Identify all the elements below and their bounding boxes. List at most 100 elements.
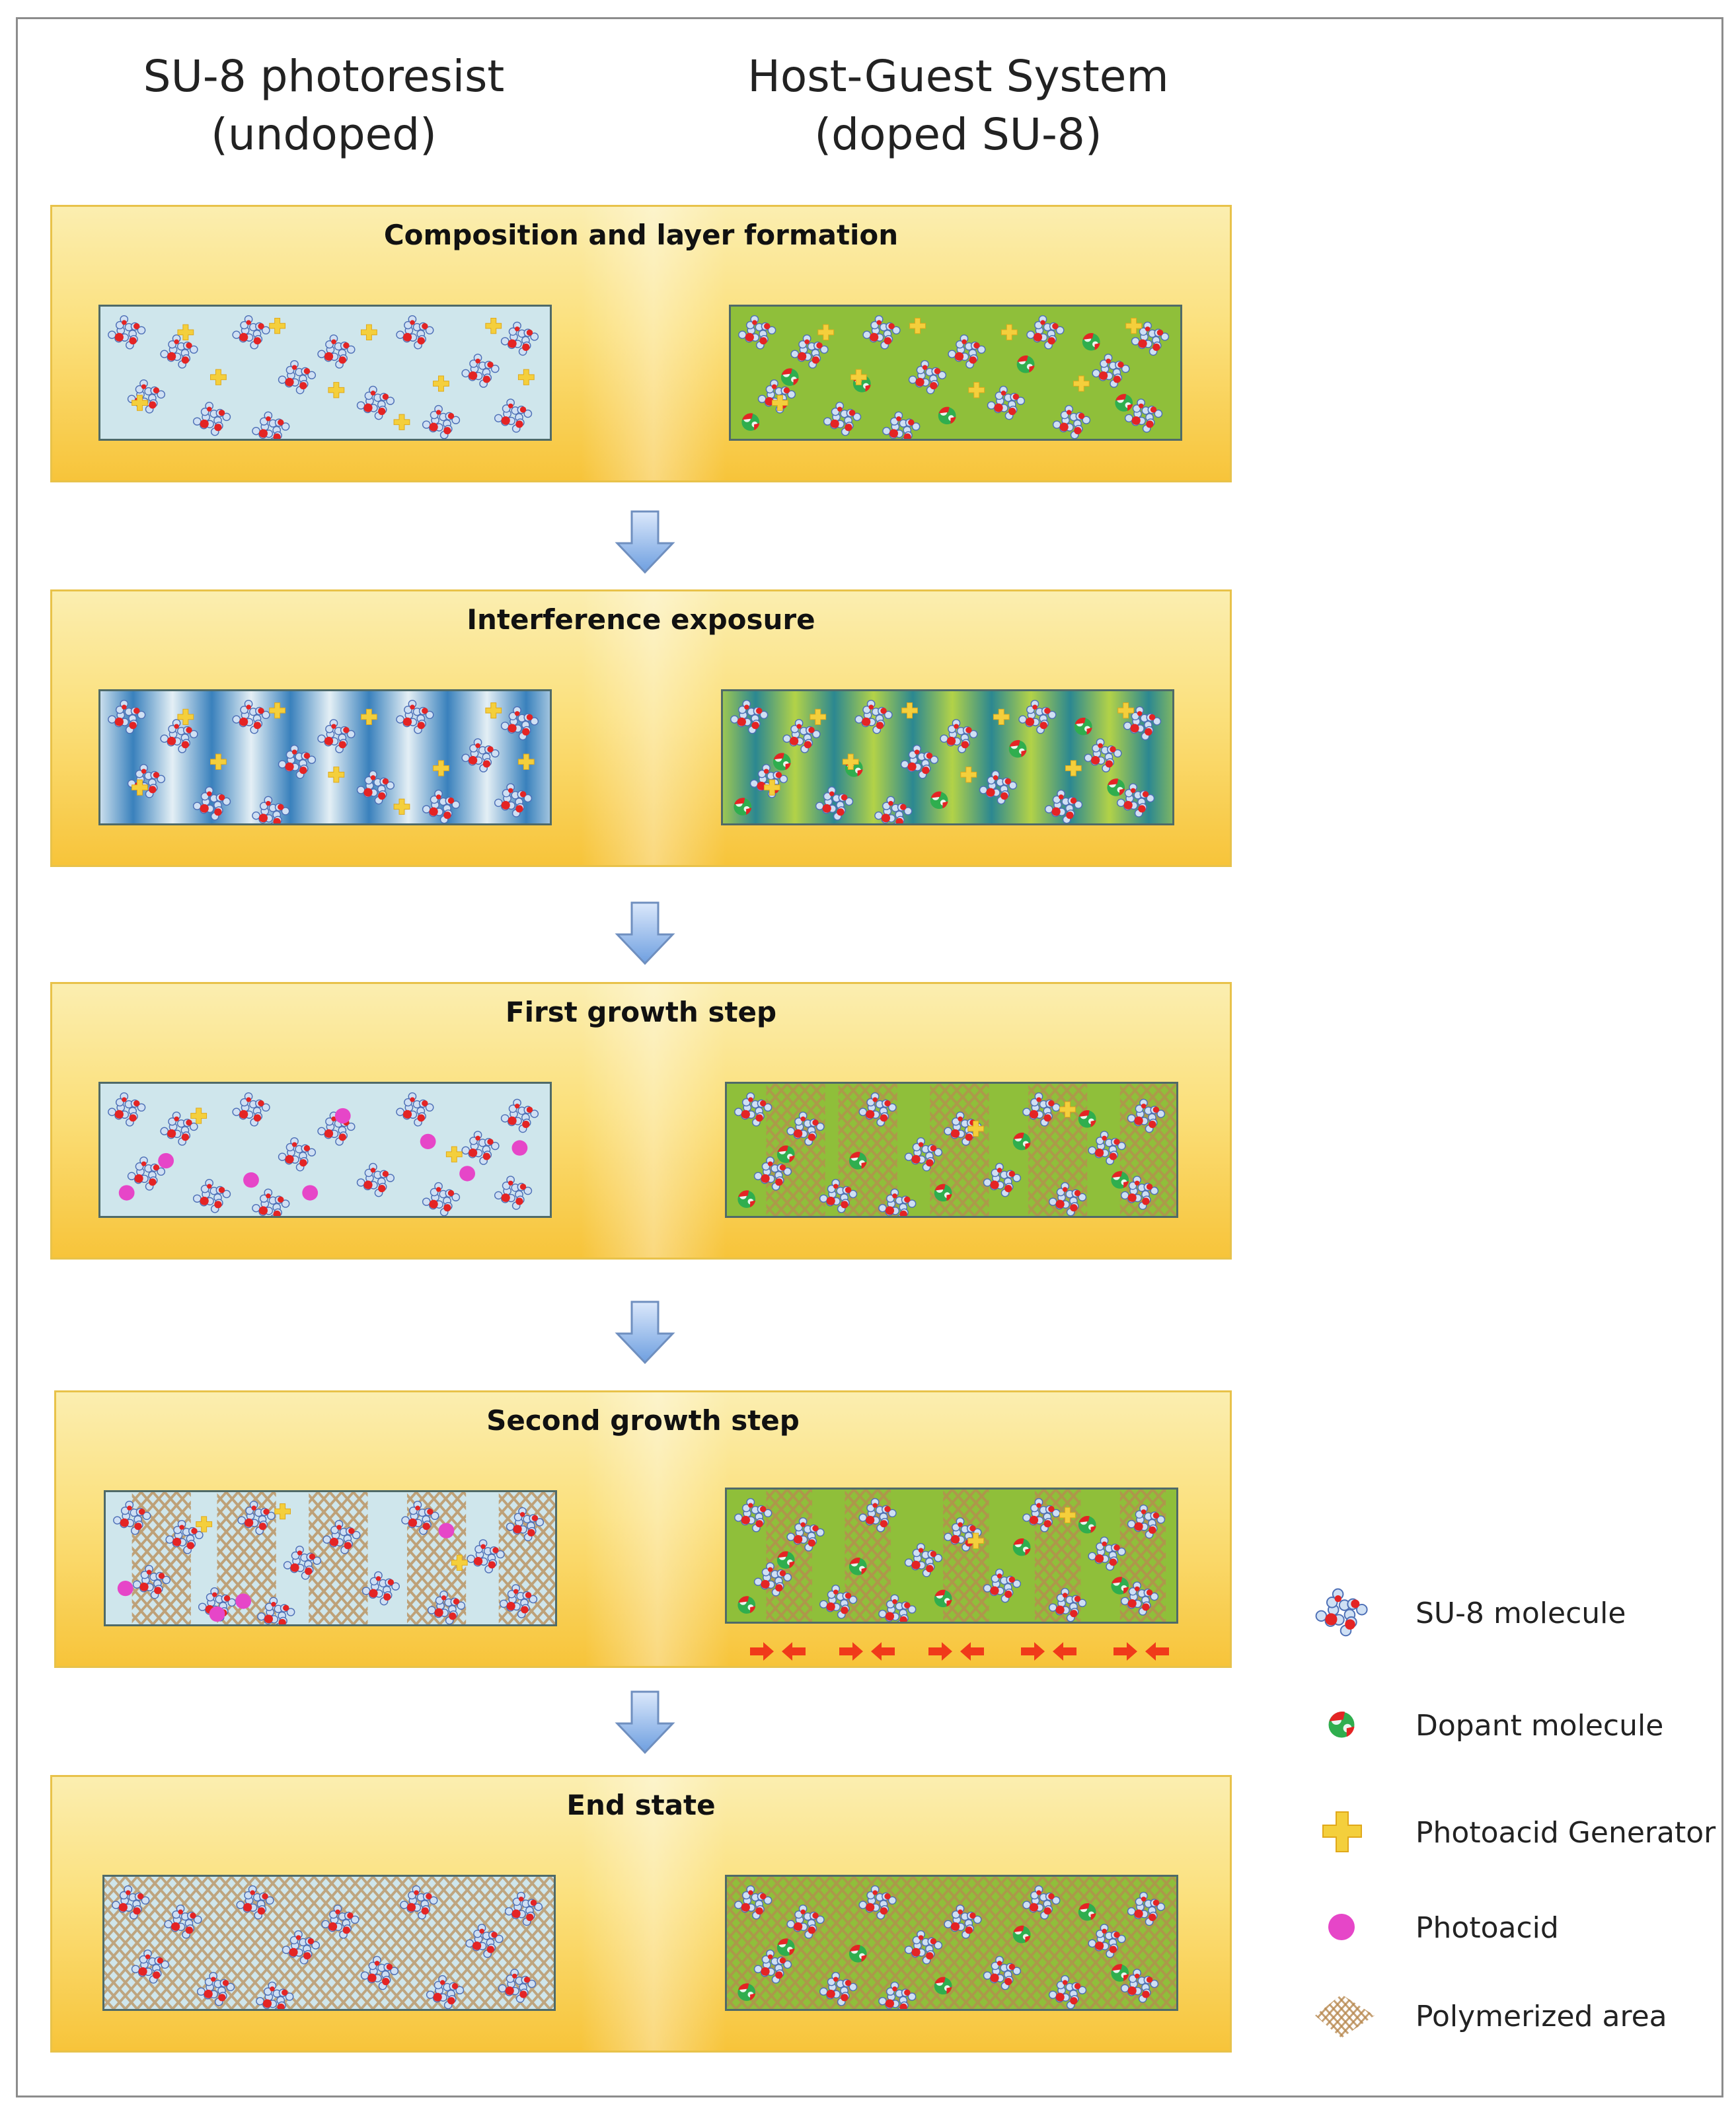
su8-molecule-icon — [1315, 1588, 1368, 1637]
photoacid-icon — [1328, 1914, 1355, 1940]
dopant-molecule — [737, 1596, 756, 1614]
su8-molecule — [1044, 789, 1083, 823]
su8-molecule — [356, 385, 395, 420]
su8-molecule — [878, 1188, 917, 1216]
legend-item-photoacid: Photoacid — [1308, 1894, 1718, 1960]
su8-molecule — [396, 315, 434, 350]
su8-molecule — [257, 1597, 295, 1624]
su8-molecule — [882, 411, 921, 439]
su8-molecule — [786, 1112, 825, 1146]
dopant-molecule — [1107, 778, 1125, 796]
su8-molecule — [904, 1930, 943, 1965]
su8-molecule — [278, 359, 317, 395]
photoacid-generator — [1117, 702, 1135, 719]
su8-molecule — [500, 321, 539, 356]
su8-molecule — [278, 744, 317, 779]
flow-arrow-down-icon — [615, 901, 675, 965]
su8-molecule — [127, 1156, 166, 1191]
su8-molecule — [1048, 1182, 1087, 1216]
su8-molecule — [1022, 1497, 1061, 1532]
photoacid-generator — [817, 324, 835, 340]
su8-molecule — [160, 719, 198, 753]
photoacid-generator — [132, 395, 148, 411]
su8-molecule — [356, 770, 395, 805]
step-composition: Composition and layer formation — [50, 205, 1232, 482]
photoacid-generator — [1125, 317, 1143, 334]
light-stripe — [795, 691, 874, 823]
su8-molecule — [1116, 783, 1155, 817]
undoped-exposure-scene — [100, 691, 550, 823]
doped-end-scene — [727, 1877, 1176, 2009]
undoped-layer-panel — [98, 1082, 552, 1218]
su8-molecule — [236, 1885, 274, 1920]
photoacid-generator — [771, 395, 788, 411]
su8-molecule — [1088, 1536, 1126, 1571]
su8-molecule — [504, 1891, 543, 1926]
su8-molecule — [1120, 1581, 1159, 1616]
dopant-molecule — [776, 1938, 795, 1956]
shrinkage-arrows — [750, 1642, 1169, 1661]
su8-molecule — [461, 354, 500, 388]
su8-molecule — [1127, 1504, 1166, 1539]
su8-molecule — [360, 1955, 399, 1990]
legend-label: SU-8 molecule — [1415, 1597, 1626, 1630]
su8-molecule — [131, 1949, 170, 1984]
photoacid-generator — [328, 382, 345, 398]
shrink-arrow-pair — [1021, 1642, 1076, 1661]
polymerized-mesh — [309, 1492, 368, 1624]
su8-molecule — [1123, 706, 1162, 741]
legend-item-su8: SU-8 molecule — [1308, 1579, 1718, 1645]
su8-molecule — [127, 764, 166, 798]
legend-item-polymerized: Polymerized area — [1308, 1982, 1718, 2049]
su8-molecule — [426, 1975, 465, 2009]
su8-molecule — [983, 1955, 1022, 1990]
su8-molecule — [948, 334, 986, 369]
su8-molecule — [494, 1176, 533, 1210]
right-column-title: Host-Guest System — [747, 51, 1169, 102]
dopant-molecule — [776, 1551, 795, 1569]
su8-molecule — [232, 1092, 270, 1127]
left-column-title: SU-8 photoresist — [143, 51, 505, 102]
su8-molecule — [786, 1905, 825, 1939]
su8-molecule — [396, 1092, 434, 1127]
photoacid-generator — [393, 798, 410, 815]
su8-molecule — [108, 1092, 146, 1127]
photoacid-generator — [132, 779, 148, 796]
photoacid-generator — [517, 369, 535, 385]
dopant-molecule — [934, 1589, 952, 1608]
dopant-molecule — [734, 798, 752, 815]
dopant-molecule — [1016, 355, 1035, 373]
dopant-molecule — [930, 791, 948, 810]
dopant-molecule — [1078, 1515, 1096, 1534]
su8-molecule — [422, 789, 461, 823]
su8-molecule — [317, 334, 356, 369]
flow-arrow-down-icon — [615, 510, 675, 574]
su8-molecule — [237, 1500, 276, 1535]
su8-molecule — [1022, 1885, 1061, 1920]
su8-molecule — [192, 402, 231, 436]
photoacid-generator — [433, 375, 449, 392]
su8-molecule — [979, 770, 1018, 805]
su8-molecule — [983, 1162, 1022, 1197]
dopant-molecule — [1111, 1171, 1129, 1189]
su8-molecule — [461, 738, 500, 773]
legend-label: Photoacid — [1415, 1911, 1559, 1945]
su8-molecule — [862, 315, 901, 350]
dopant-molecule — [934, 1184, 952, 1202]
su8-molecule — [196, 1972, 235, 2006]
step-title: Interference exposure — [467, 603, 815, 636]
shrink-arrow-pair — [750, 1642, 806, 1661]
undoped-layer-panel — [102, 1875, 556, 2011]
su8-molecule — [494, 783, 533, 817]
su8-molecule — [278, 1137, 317, 1172]
shrink-arrow-pair — [839, 1642, 895, 1661]
photoacid-generator — [177, 324, 194, 340]
dopant-molecule — [780, 368, 799, 386]
su8-molecule — [108, 699, 146, 734]
photoacid-generator — [274, 1503, 291, 1520]
photoacid-generator — [190, 1108, 208, 1124]
su8-molecule — [500, 1098, 539, 1133]
su8-molecule — [112, 1885, 150, 1920]
dopant-molecule — [741, 413, 760, 431]
legend-label: Photoacid Generator — [1415, 1816, 1716, 1850]
